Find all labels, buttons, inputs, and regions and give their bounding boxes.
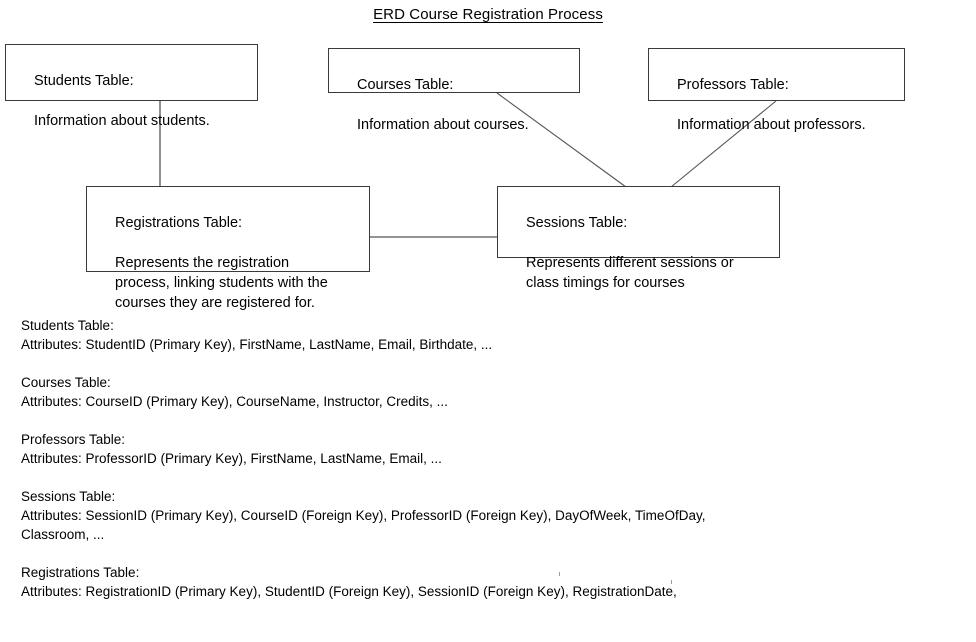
scan-speck xyxy=(671,580,672,584)
connector-professors-sessions xyxy=(670,100,777,188)
entity-box-courses[interactable]: Courses Table: Information about courses… xyxy=(328,48,580,133)
page-title-text: ERD Course Registration Process xyxy=(373,6,603,23)
entity-description-students: Information about students. xyxy=(34,113,210,129)
attribute-group-professors: Professors Table: Attributes: ProfessorI… xyxy=(21,430,951,468)
attribute-group-title: Students Table: xyxy=(21,318,114,333)
entity-heading-registrations: Registrations Table: xyxy=(115,215,243,231)
attribute-line: Attributes: StudentID (Primary Key), Fir… xyxy=(21,337,493,352)
entity-box-sessions[interactable]: Sessions Table: Represents different ses… xyxy=(497,186,780,291)
entity-description-courses: Information about courses. xyxy=(357,117,529,133)
relationship-connectors xyxy=(159,92,777,238)
attribute-group-title: Registrations Table: xyxy=(21,565,140,580)
attribute-group-students: Students Table: Attributes: StudentID (P… xyxy=(21,316,951,354)
entity-description-registrations: Represents the registration process, lin… xyxy=(115,255,328,311)
attribute-list: Students Table: Attributes: StudentID (P… xyxy=(21,316,951,620)
page-title: ERD Course Registration Process xyxy=(0,6,976,24)
attribute-line: Attributes: SessionID (Primary Key), Cou… xyxy=(21,508,706,523)
entity-heading-courses: Courses Table: xyxy=(357,77,454,93)
scan-speck xyxy=(559,572,560,576)
attribute-line: Attributes: RegistrationID (Primary Key)… xyxy=(21,584,677,599)
attribute-group-registrations: Registrations Table: Attributes: Registr… xyxy=(21,563,951,601)
attribute-group-sessions: Sessions Table: Attributes: SessionID (P… xyxy=(21,487,951,544)
attribute-line: Classroom, ... xyxy=(21,527,105,542)
attribute-group-title: Courses Table: xyxy=(21,375,111,390)
entity-heading-students: Students Table: xyxy=(34,73,134,89)
entity-box-students[interactable]: Students Table: Information about studen… xyxy=(5,44,258,129)
attribute-group-title: Professors Table: xyxy=(21,432,126,447)
attribute-group-title: Sessions Table: xyxy=(21,489,116,504)
attribute-group-courses: Courses Table: Attributes: CourseID (Pri… xyxy=(21,373,951,411)
attribute-line: Attributes: CourseID (Primary Key), Cour… xyxy=(21,394,448,409)
entity-description-sessions: Represents different sessions or class t… xyxy=(526,255,734,291)
entity-box-registrations[interactable]: Registrations Table: Represents the regi… xyxy=(86,186,370,311)
entity-description-professors: Information about professors. xyxy=(677,117,866,133)
entity-box-professors[interactable]: Professors Table: Information about prof… xyxy=(648,48,905,133)
connector-courses-sessions xyxy=(496,92,627,188)
entity-heading-professors: Professors Table: xyxy=(677,77,789,93)
attribute-line: Attributes: ProfessorID (Primary Key), F… xyxy=(21,451,442,466)
entity-heading-sessions: Sessions Table: xyxy=(526,215,628,231)
erd-diagram: Students Table: Information about studen… xyxy=(0,0,976,311)
